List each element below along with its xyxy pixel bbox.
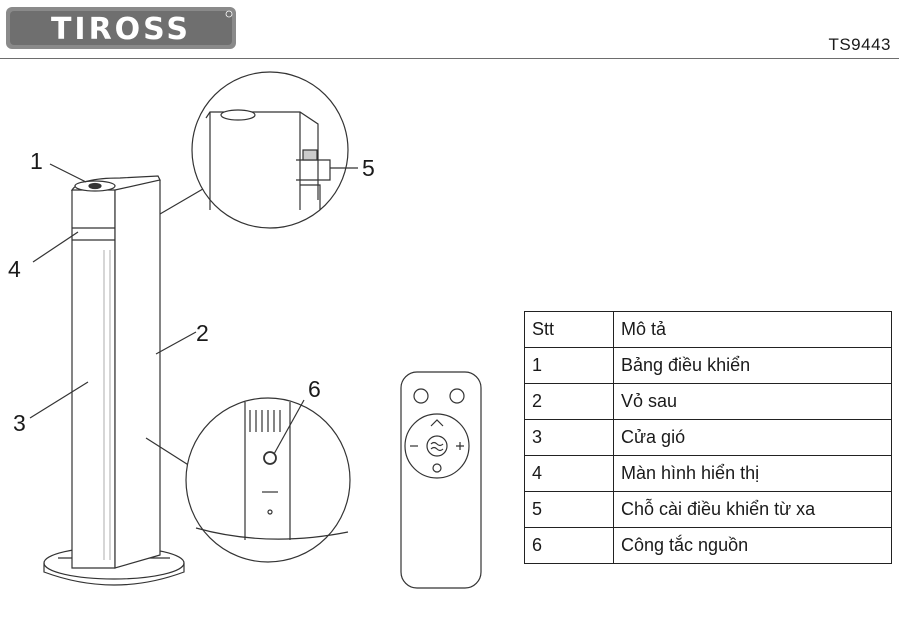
remote-control: [400, 371, 482, 589]
table-cell: Vỏ sau: [613, 383, 892, 420]
table-cell: Chỗ cài điều khiển từ xa: [613, 491, 892, 528]
power-icon: [449, 388, 465, 404]
table-header-cell: Mô tả: [613, 311, 892, 348]
product-diagram: [29, 71, 482, 589]
model-number: TS9443: [828, 35, 891, 54]
callout-2: 2: [196, 320, 209, 346]
table-cell: 3: [524, 419, 614, 456]
table-row: 2 Vỏ sau: [524, 383, 892, 420]
callout-1: 1: [30, 148, 43, 174]
table-header-row: Stt Mô tả: [524, 311, 892, 348]
table-cell: 1: [524, 347, 614, 384]
table-cell: 6: [524, 527, 614, 564]
table-row: 4 Màn hình hiển thị: [524, 455, 892, 492]
callout-3: 3: [13, 410, 26, 436]
parts-table: Stt Mô tả 1 Bảng điều khiển 2 Vỏ sau 3 C…: [524, 311, 892, 564]
tiross-logo: TIROSS: [6, 7, 236, 49]
table-row: 6 Công tắc nguồn: [524, 527, 892, 564]
header-divider: [0, 58, 899, 59]
table-cell: Màn hình hiển thị: [613, 455, 892, 492]
clock-icon: [432, 463, 442, 473]
svg-text:TIROSS: TIROSS: [51, 12, 191, 47]
table-row: 1 Bảng điều khiển: [524, 347, 892, 384]
detail-circle-remote-holder: [191, 71, 358, 229]
table-cell: Công tắc nguồn: [613, 527, 892, 564]
table-cell: Bảng điều khiển: [613, 347, 892, 384]
table-cell: 4: [524, 455, 614, 492]
callout-6: 6: [308, 376, 321, 402]
fan-tower: [70, 175, 161, 569]
table-header-cell: Stt: [524, 311, 614, 348]
oscillation-icon: [430, 419, 444, 427]
callout-5: 5: [362, 155, 375, 181]
table-row: 5 Chỗ cài điều khiển từ xa: [524, 491, 892, 528]
timer-sleep-icon: [413, 388, 429, 404]
callout-4: 4: [8, 256, 21, 282]
table-row: 3 Cửa gió: [524, 419, 892, 456]
table-cell: Cửa gió: [613, 419, 892, 456]
table-cell: 5: [524, 491, 614, 528]
detail-circle-power-switch: [185, 397, 351, 563]
table-cell: 2: [524, 383, 614, 420]
wind-mode-icon: [426, 435, 448, 457]
plus-icon: [456, 442, 464, 450]
